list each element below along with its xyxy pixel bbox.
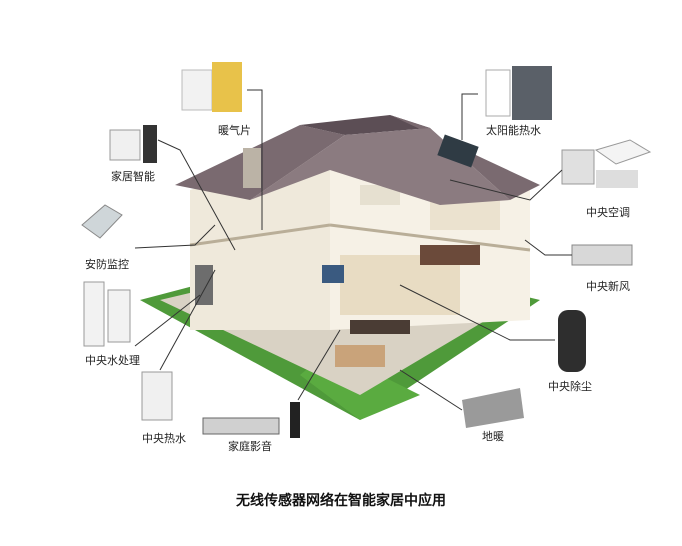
line-floor-heating bbox=[399, 369, 463, 411]
home-theater-player bbox=[202, 417, 280, 435]
ac-cassette bbox=[594, 139, 652, 165]
label-radiator: 暖气片 bbox=[218, 124, 251, 137]
central-vacuum-device bbox=[558, 310, 586, 372]
smart-home-panel bbox=[109, 129, 141, 161]
floor-heating-room bbox=[335, 345, 385, 367]
label-solar-heater: 太阳能热水 bbox=[486, 124, 541, 137]
security-camera-device bbox=[81, 204, 123, 239]
figure-caption: 无线传感器网络在智能家居中应用 bbox=[236, 493, 446, 509]
floor-division bbox=[189, 223, 331, 247]
connector-lines bbox=[134, 89, 572, 411]
bedroom-bed bbox=[360, 185, 400, 205]
line-vacuum bbox=[399, 284, 555, 341]
radiator-device bbox=[181, 69, 213, 111]
solar-panel-on-roof bbox=[437, 134, 479, 168]
solar-heater-panel bbox=[512, 66, 552, 120]
floor-division-right bbox=[329, 223, 531, 252]
ac-outdoor-unit bbox=[561, 149, 595, 185]
radiator-device-gold bbox=[212, 62, 242, 112]
chimney bbox=[243, 148, 261, 188]
line-water-treatment bbox=[134, 294, 201, 347]
solar-heater-tank bbox=[485, 69, 511, 117]
label-central-ac: 中央空调 bbox=[586, 206, 630, 219]
water-tanks bbox=[195, 265, 213, 305]
sofa bbox=[350, 320, 410, 334]
roof-center bbox=[300, 115, 430, 135]
label-vacuum: 中央除尘 bbox=[548, 380, 592, 393]
smart-home-remote bbox=[143, 125, 157, 163]
fresh-air-unit bbox=[571, 244, 633, 266]
line-home-theater bbox=[297, 329, 341, 401]
ac-ducted bbox=[596, 170, 638, 188]
floor-heating-tile bbox=[462, 388, 524, 428]
tv-screen bbox=[322, 265, 344, 283]
line-solar bbox=[461, 93, 478, 140]
line-water-heater bbox=[159, 269, 216, 371]
water-treatment-device-2 bbox=[107, 289, 131, 343]
line-radiator bbox=[247, 89, 263, 230]
line-ac bbox=[449, 169, 563, 201]
label-security: 安防监控 bbox=[85, 258, 129, 271]
water-heater-device bbox=[141, 371, 173, 421]
home-theater-remote bbox=[290, 402, 300, 438]
label-home-theater: 家庭影音 bbox=[228, 440, 272, 453]
line-smart-home bbox=[157, 139, 236, 251]
label-fresh-air: 中央新风 bbox=[586, 280, 630, 293]
label-water-heater: 中央热水 bbox=[142, 432, 186, 445]
water-treatment-device bbox=[83, 281, 105, 347]
label-water-treatment: 中央水处理 bbox=[85, 354, 140, 367]
line-fresh-air bbox=[524, 239, 572, 256]
label-smart-home: 家居智能 bbox=[111, 170, 155, 183]
line-security bbox=[134, 224, 216, 249]
kitchen-counter bbox=[420, 245, 480, 265]
label-floor-heating: 地暖 bbox=[482, 430, 504, 443]
